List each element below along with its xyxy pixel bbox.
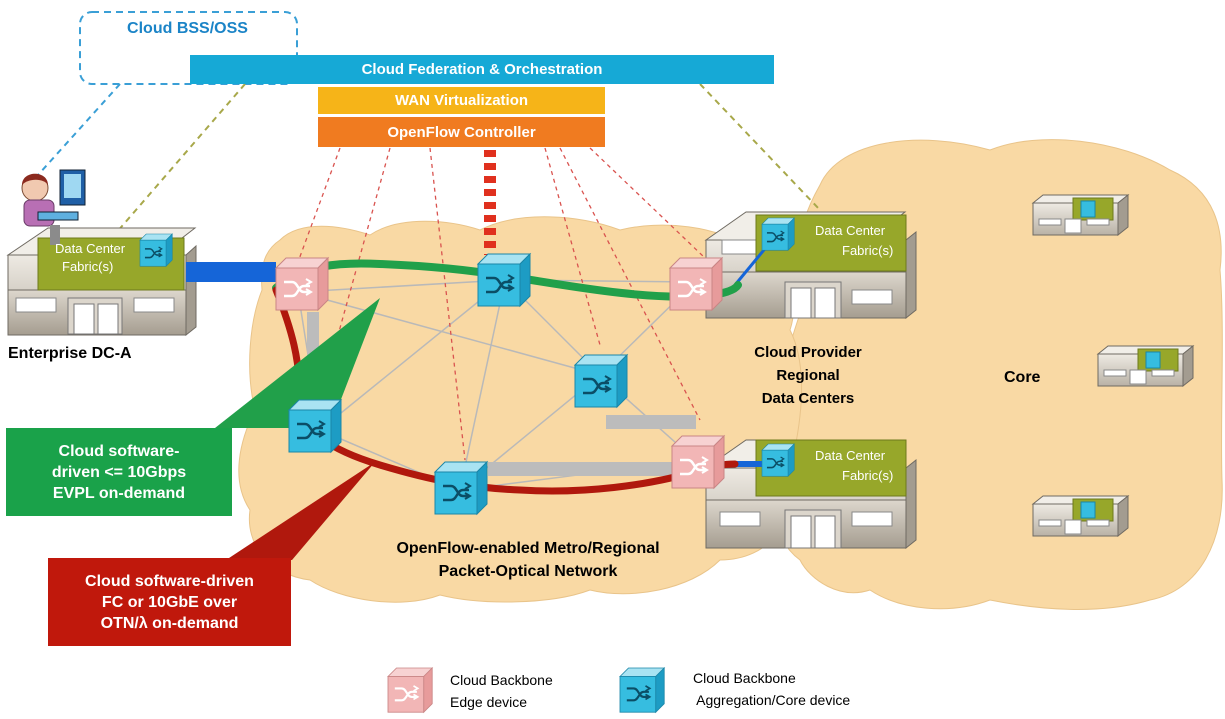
agg-device-center xyxy=(573,353,629,409)
red-callout-line2: FC or 10GbE over xyxy=(101,593,238,611)
red-callout: Cloud software-driven FC or 10GbE over O… xyxy=(48,558,291,646)
provider-fabric-bottom-line1: Data Center xyxy=(815,448,886,463)
federation-bar: Cloud Federation & Orchestration xyxy=(190,55,774,84)
legend-agg-icon xyxy=(618,666,666,714)
openflow-controller-bar: OpenFlow Controller xyxy=(318,117,605,147)
legend-agg-line2: Aggregation/Core device xyxy=(693,692,851,708)
metro-label-line2: Packet-Optical Network xyxy=(438,563,618,580)
provider-label-line2: Regional xyxy=(776,367,840,384)
agg-device-south xyxy=(433,460,489,516)
legend-agg-line1: Cloud Backbone xyxy=(693,670,796,686)
provider-fabric-bottom-line2: Fabric(s) xyxy=(842,468,894,483)
legend-edge-icon xyxy=(386,666,434,714)
bss-oss-label: Cloud BSS/OSS xyxy=(127,20,248,37)
enterprise-dc-label: Enterprise DC-A xyxy=(8,345,132,362)
green-callout: Cloud software- driven <= 10Gbps EVPL on… xyxy=(6,428,232,516)
edge-device-northeast xyxy=(668,256,724,312)
green-callout-line3: EVPL on-demand xyxy=(52,484,186,502)
edge-device-southeast xyxy=(670,434,726,490)
provider-label-line1: Cloud Provider xyxy=(754,344,862,361)
legend-edge-line2: Edge device xyxy=(450,694,528,710)
core-dc-2 xyxy=(1097,345,1194,387)
agg-device-southwest xyxy=(287,398,343,454)
provider-fabric-top-line1: Data Center xyxy=(815,223,886,238)
provider-dc-bottom xyxy=(704,439,917,550)
red-callout-line3: OTN/λ on-demand xyxy=(100,614,239,632)
red-callout-line1: Cloud software-driven xyxy=(85,572,254,590)
enterprise-fabric-line1: Data Center xyxy=(55,241,126,256)
legend-edge-line1: Cloud Backbone xyxy=(450,672,553,688)
core-dc-3 xyxy=(1032,495,1129,537)
enterprise-fabric-line2: Fabric(s) xyxy=(62,259,114,274)
agg-device-north xyxy=(476,252,532,308)
provider-fabric-switch-top xyxy=(761,217,796,252)
core-dc-1 xyxy=(1032,194,1129,236)
metro-cloud xyxy=(238,216,802,603)
operator-person xyxy=(21,169,86,245)
provider-fabric-top-line2: Fabric(s) xyxy=(842,243,894,258)
green-callout-line2: driven <= 10Gbps xyxy=(51,463,187,481)
core-label: Core xyxy=(1004,369,1041,386)
green-callout-line1: Cloud software- xyxy=(58,442,180,460)
provider-fabric-switch-bottom xyxy=(761,443,796,478)
enterprise-fabric-switch xyxy=(139,233,174,268)
wan-virtualization-bar: WAN Virtualization xyxy=(318,87,605,114)
edge-device-west xyxy=(274,256,330,312)
provider-label-line3: Data Centers xyxy=(761,390,855,407)
metro-label-line1: OpenFlow-enabled Metro/Regional xyxy=(396,540,660,557)
